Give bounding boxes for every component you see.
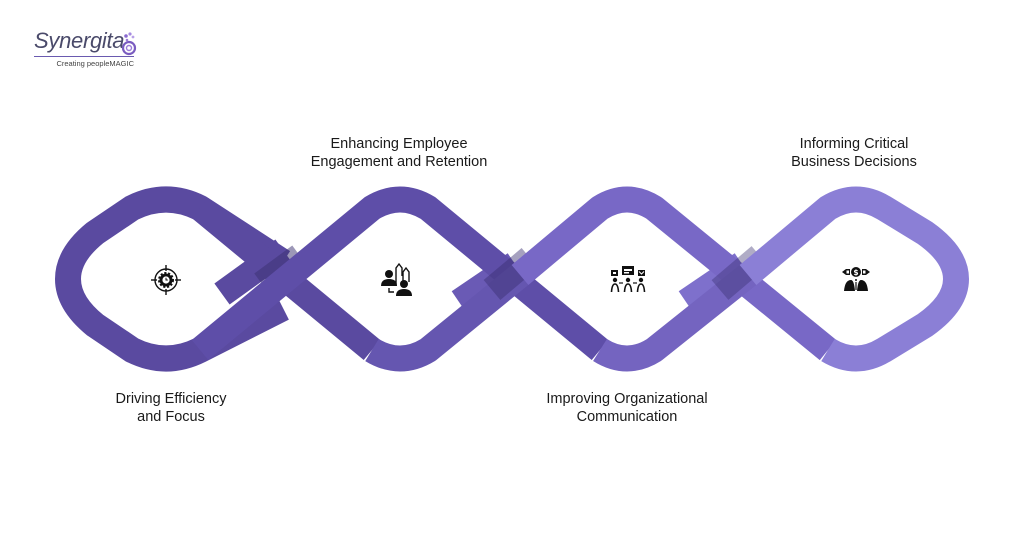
brand-mark-icon [121, 32, 137, 56]
loop-2-path [191, 186, 609, 361]
step-3-label: Improving Organizational Communication [516, 390, 738, 426]
step-4-line2: Business Decisions [791, 154, 917, 170]
step-1-line2: and Focus [137, 409, 205, 425]
step-3-line2: Communication [576, 409, 678, 425]
team-communication-icon [610, 266, 646, 293]
step-2-label: Enhancing Employee Engagement and Retent… [289, 135, 509, 171]
loop-4-path [739, 186, 969, 372]
step-1-label: Driving Efficiency and Focus [86, 390, 256, 426]
business-decision-dollar-icon: $ [842, 267, 870, 291]
target-gear-clock-icon [151, 265, 181, 295]
brand-divider [34, 56, 134, 57]
brand-tagline: Creating peopleMAGIC [56, 59, 134, 68]
step-3-line1: Improving Organizational [546, 391, 708, 407]
people-growth-arrows-icon [381, 262, 412, 296]
step-2-line2: Engagement and Retention [310, 154, 488, 170]
brand-name: Synergita [34, 28, 125, 53]
step-1-line1: Driving Efficiency [115, 391, 227, 407]
step-4-label: Informing Critical Business Decisions [769, 135, 939, 171]
loop-1-path [55, 186, 291, 372]
step-4-line1: Informing Critical [799, 136, 909, 152]
svg-text:$: $ [853, 268, 858, 277]
brand-logo: Synergita Creating peopleMAGIC [34, 28, 138, 68]
step-2-line1: Enhancing Employee [330, 136, 468, 152]
loop-3-path [511, 186, 837, 361]
